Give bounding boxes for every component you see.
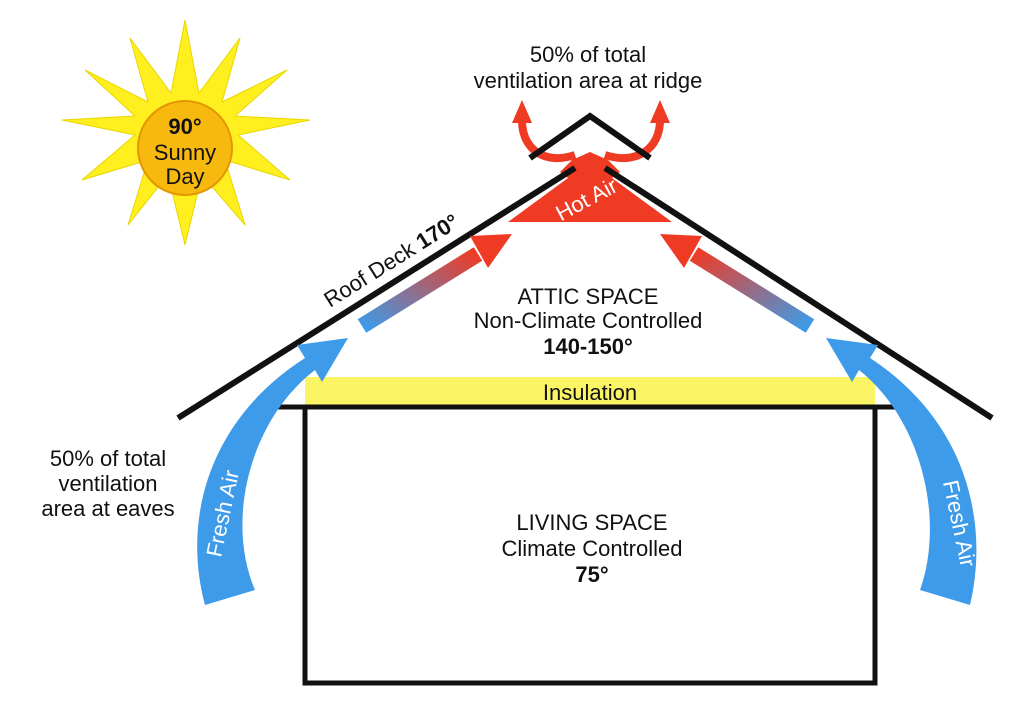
eaves-note-line2: ventilation [58, 471, 157, 496]
sun-label-line1: Sunny [154, 140, 216, 165]
attic-temp: 140-150° [543, 334, 633, 359]
sun-core-icon [137, 100, 233, 196]
fresh-air-right-arrow-icon [826, 338, 977, 605]
attic-flow-left-head-icon [470, 234, 512, 268]
exhaust-arrowhead-right-icon [650, 100, 670, 123]
attic-flow-right-head-icon [660, 234, 702, 268]
living-subtitle: Climate Controlled [502, 536, 683, 561]
hot-air-shape [508, 152, 672, 222]
attic-flow-right-icon [689, 247, 815, 333]
exhaust-arrow-right-icon [603, 119, 664, 163]
attic-airflow-arrows [357, 234, 815, 333]
roof-right [603, 165, 994, 421]
fresh-air-left-arrow-icon [197, 338, 348, 605]
attic-flow-left-icon [357, 247, 483, 333]
eaves-note-line3: area at eaves [41, 496, 174, 521]
insulation-layer [305, 377, 875, 405]
sun: 90° Sunny Day [61, 19, 311, 246]
living-title: LIVING SPACE [516, 510, 667, 535]
sun-temp: 90° [168, 114, 201, 139]
fresh-air-left: Fresh Air [197, 338, 348, 605]
exhaust-arrow-left-icon [518, 119, 577, 163]
ridge-cap [528, 112, 652, 161]
ridge-note-line2: ventilation area at ridge [474, 68, 703, 93]
roof-deck-label: Roof Deck 170° [319, 209, 463, 312]
sun-label-line2: Day [165, 164, 204, 189]
eaves-note-line1: 50% of total [50, 446, 166, 471]
insulation-label: Insulation [543, 380, 637, 405]
ridge-exhaust-arrows [512, 100, 670, 163]
exhaust-arrowhead-left-icon [512, 100, 532, 123]
living-space-box [302, 404, 878, 686]
attic-title: ATTIC SPACE [518, 284, 659, 309]
ridge-note-line1: 50% of total [530, 42, 646, 67]
roof-left [176, 165, 577, 421]
living-temp: 75° [575, 562, 608, 587]
attic-subtitle: Non-Climate Controlled [474, 308, 703, 333]
